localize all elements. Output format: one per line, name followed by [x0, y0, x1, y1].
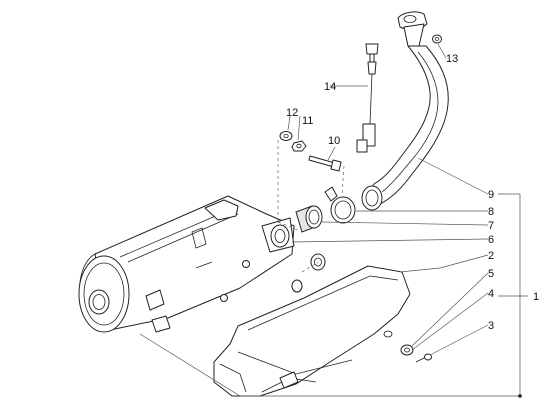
callout-4: 4	[488, 288, 494, 300]
exhaust-pipe	[361, 11, 449, 211]
callout-11: 11	[302, 115, 313, 127]
nut-11	[291, 140, 307, 152]
assembly-guides	[277, 140, 345, 273]
washer-5	[400, 344, 414, 356]
callout-5: 5	[488, 268, 494, 280]
callout-9: 9	[488, 189, 494, 201]
callout-13: 13	[446, 53, 458, 65]
heat-shield-2	[213, 265, 411, 397]
callout-10: 10	[328, 135, 340, 147]
pipe-gasket-13	[432, 34, 442, 44]
callout-2: 2	[488, 250, 494, 262]
gasket-ring-7	[295, 205, 323, 233]
callout-6: 6	[488, 234, 494, 246]
callout-8: 8	[488, 206, 494, 218]
leader-lines	[139, 43, 528, 398]
rubber-bush	[291, 253, 326, 293]
callout-7: 7	[488, 220, 494, 232]
callout-12: 12	[286, 107, 298, 119]
screw-3	[415, 353, 432, 363]
callout-labels: 1 2 3 4 5 6 7 8 9 10 11 12 13 14	[286, 53, 539, 332]
callout-1: 1	[533, 291, 539, 303]
callout-3: 3	[488, 320, 494, 332]
washer-12	[279, 131, 293, 141]
clamp-8	[324, 186, 356, 224]
silencer-body	[78, 195, 295, 333]
bolt-10	[308, 155, 342, 172]
callout-14: 14	[324, 81, 336, 93]
lambda-sensor	[356, 43, 379, 153]
